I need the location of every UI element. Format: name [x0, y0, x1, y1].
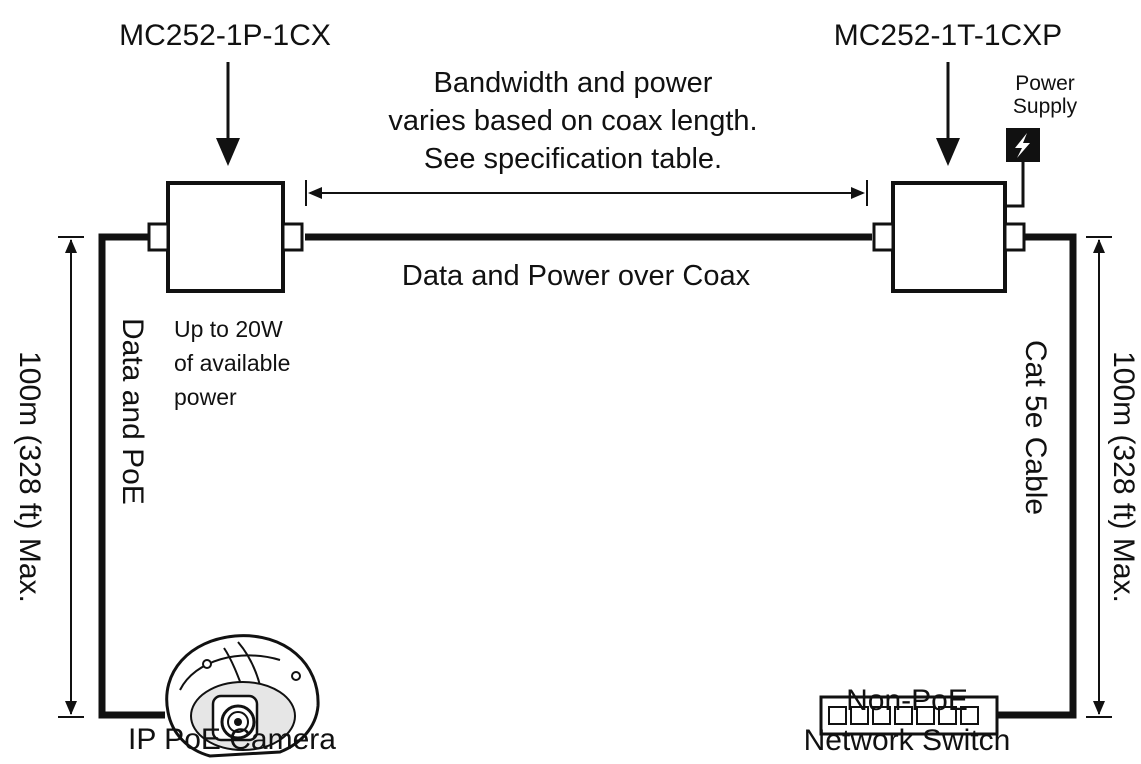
right-distance-dimension	[1086, 236, 1112, 718]
power-supply-label-line-2: Supply	[1013, 95, 1078, 118]
switch-port-3	[872, 706, 891, 725]
switch-port-group	[828, 706, 979, 725]
power-note-line-3: power	[174, 384, 237, 410]
switch-label-line-2: Network Switch	[804, 724, 1011, 757]
right-distance-label: 100m (328 ft) Max.	[1107, 351, 1140, 603]
switch-port-1	[828, 706, 847, 725]
left-media-converter	[147, 181, 304, 293]
right-media-converter	[872, 181, 1026, 293]
switch-port-7	[960, 706, 979, 725]
coax-length-dimension	[305, 180, 868, 206]
bandwidth-note-line-3: See specification table.	[424, 143, 722, 175]
switch-port-2	[850, 706, 869, 725]
power-supply-cable	[1003, 162, 1025, 208]
power-supply-label-line-1: Power	[1015, 72, 1075, 95]
left-distance-label: 100m (328 ft) Max.	[13, 351, 46, 603]
bandwidth-note-line-1: Bandwidth and power	[434, 67, 713, 99]
left-device-label: MC252-1P-1CX	[119, 19, 331, 52]
left-distance-dimension	[58, 236, 84, 718]
switch-port-5	[916, 706, 935, 725]
network-switch-icon	[819, 695, 999, 736]
coax-link-label: Data and Power over Coax	[402, 260, 751, 292]
bandwidth-note-line-2: varies based on coax length.	[388, 105, 757, 137]
right-device-arrow	[936, 62, 960, 166]
camera-label: IP PoE Camera	[128, 723, 336, 756]
right-ethernet-cable	[997, 233, 1077, 719]
left-cable-label: Data and PoE	[116, 318, 149, 505]
right-device-label: MC252-1T-1CXP	[834, 19, 1062, 52]
power-note-line-2: of available	[174, 350, 290, 376]
left-ethernet-cable	[98, 233, 165, 719]
right-cable-label: Cat 5e Cable	[1019, 340, 1052, 515]
switch-port-4	[894, 706, 913, 725]
switch-port-6	[938, 706, 957, 725]
power-note-line-1: Up to 20W	[174, 316, 283, 342]
dome-camera-icon	[165, 634, 320, 758]
power-supply-icon	[1006, 128, 1040, 162]
switch-label-line-1-visible: Non-PoE	[846, 684, 968, 717]
left-device-arrow	[216, 62, 240, 166]
